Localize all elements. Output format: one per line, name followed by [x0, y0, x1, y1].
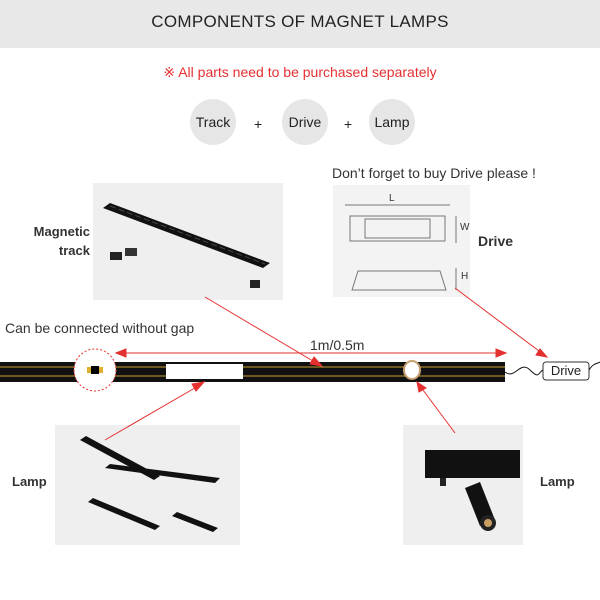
length-label: 1m/0.5m — [310, 337, 365, 353]
component-lamp: Lamp — [369, 99, 415, 145]
drive-label: Drive — [478, 233, 514, 249]
magnetic-track-label: Magnetic track — [33, 224, 90, 258]
track-drawing — [103, 203, 270, 288]
component-track: Track — [190, 99, 236, 145]
callout-arrows — [104, 287, 549, 441]
dim-h: H — [461, 271, 469, 282]
plus-sign: + — [344, 116, 353, 132]
purchase-note: ※ All parts need to be purchased separat… — [163, 64, 437, 80]
component-drive: Drive — [282, 99, 328, 145]
plus-sign: + — [254, 116, 263, 132]
drive-reminder: Don’t forget to buy Drive please ! — [332, 165, 536, 181]
spot-lamp-image — [403, 425, 523, 545]
track-bar — [0, 348, 600, 392]
lamp-label-right: Lamp — [540, 474, 575, 489]
linear-lamps — [80, 436, 220, 532]
lamp-label-left: Lamp — [12, 474, 47, 489]
header-band — [0, 0, 600, 48]
dim-w: W — [460, 222, 470, 233]
drive-drawing — [345, 204, 457, 291]
no-gap-label: Can be connected without gap — [5, 320, 195, 336]
dim-l: L — [389, 193, 395, 204]
drive-box-label: Drive — [550, 363, 582, 378]
spot-lamp — [425, 450, 520, 531]
page-title: COMPONENTS OF MAGNET LAMPS — [151, 12, 449, 31]
